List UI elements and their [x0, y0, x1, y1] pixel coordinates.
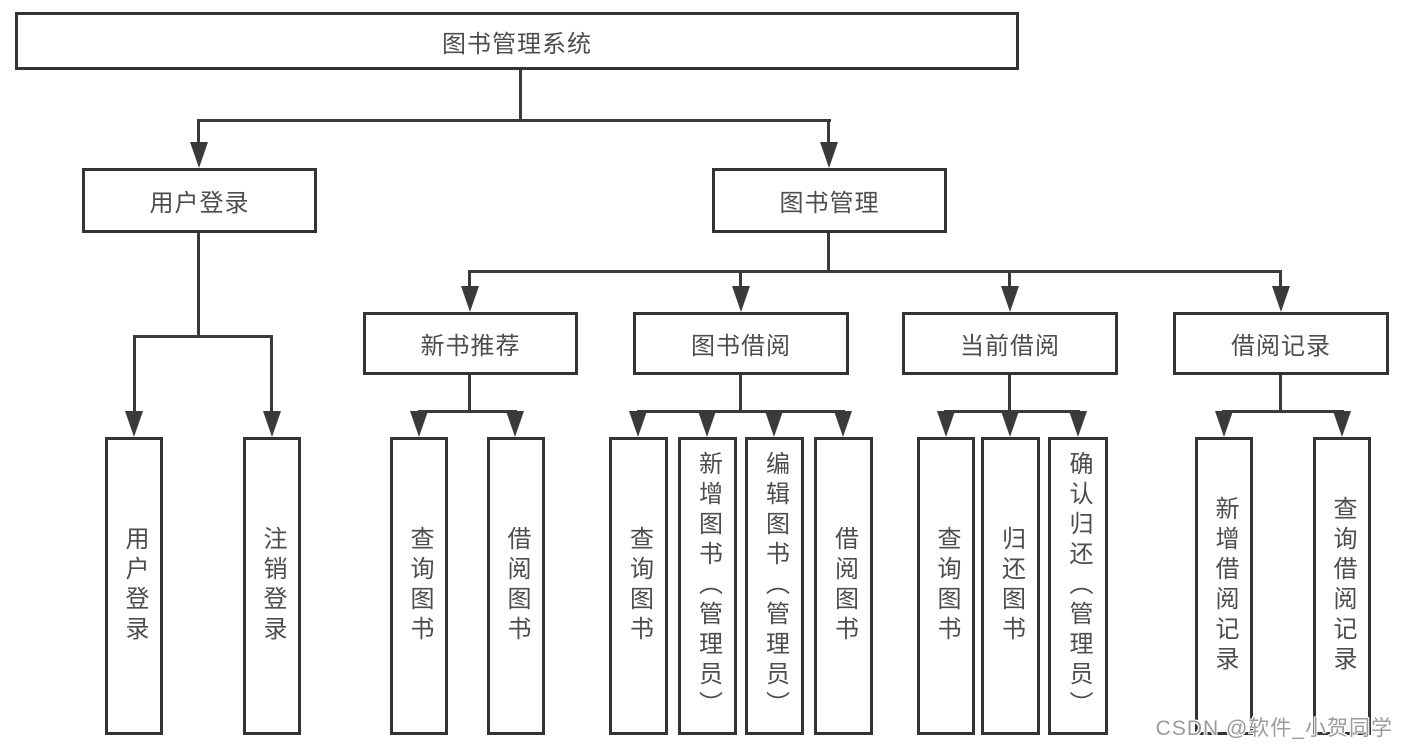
leaf-edit-books-admin: 编辑图书（管理员）: [745, 437, 804, 735]
arrow-down-icon: [937, 411, 955, 437]
node-new-book-recommend: 新书推荐: [363, 312, 578, 375]
connector-line: [1222, 410, 1344, 413]
leaf-edit-books-admin-label: 编辑图书（管理员）: [761, 451, 789, 721]
leaf-logout-label: 注销登录: [259, 526, 286, 646]
leaf-confirm-return-admin: 确认归还（管理员）: [1048, 437, 1108, 735]
csdn-watermark: CSDN @软件_小贺同学: [1155, 717, 1393, 740]
leaf-query-books-current-label: 查询图书: [933, 526, 960, 646]
connector-line: [1279, 270, 1282, 290]
arrow-down-icon: [461, 286, 479, 312]
leaf-query-books-recommend-label: 查询图书: [406, 526, 433, 646]
leaf-borrow-books-borrowing: 借阅图书: [814, 437, 873, 735]
connector-line: [418, 410, 517, 413]
connector-line: [133, 335, 273, 338]
node-user-login-label: 用户登录: [149, 190, 250, 217]
connector-line: [197, 119, 200, 145]
arrow-down-icon: [834, 411, 852, 437]
connector-line: [637, 410, 845, 413]
connector-line: [469, 270, 1282, 273]
arrow-down-icon: [1069, 411, 1087, 437]
connector-line: [468, 270, 471, 290]
connector-line: [1008, 270, 1011, 290]
leaf-add-borrow-record-label: 新增借阅记录: [1211, 496, 1238, 676]
leaf-borrow-books-borrowing-label: 借阅图书: [830, 526, 858, 646]
leaf-user-login-label: 用户登录: [121, 526, 148, 646]
leaf-return-books: 归还图书: [981, 437, 1040, 735]
leaf-query-books-recommend: 查询图书: [390, 437, 448, 735]
leaf-query-books-borrowing: 查询图书: [609, 437, 668, 735]
leaf-query-books-borrowing-label: 查询图书: [625, 526, 653, 646]
leaf-confirm-return-admin-label: 确认归还（管理员）: [1065, 451, 1092, 721]
connector-line: [519, 70, 522, 122]
connector-line: [827, 119, 830, 145]
leaf-user-login: 用户登录: [105, 437, 163, 735]
connector-line: [739, 375, 742, 413]
leaf-logout: 注销登录: [243, 437, 301, 735]
connector-line: [198, 119, 831, 122]
arrow-down-icon: [1333, 411, 1351, 437]
leaf-add-borrow-record: 新增借阅记录: [1195, 437, 1253, 735]
arrow-down-icon: [629, 411, 647, 437]
arrow-down-icon: [1001, 411, 1019, 437]
connector-line: [468, 375, 471, 413]
arrow-down-icon: [190, 142, 208, 168]
connector-line: [133, 335, 136, 415]
connector-line: [827, 233, 830, 273]
arrow-down-icon: [125, 411, 143, 437]
arrow-down-icon: [1272, 286, 1290, 312]
node-book-borrowing-label: 图书借阅: [691, 333, 791, 360]
leaf-borrow-books-recommend: 借阅图书: [487, 437, 545, 735]
arrow-down-icon: [1215, 411, 1233, 437]
node-current-borrowing-label: 当前借阅: [960, 333, 1060, 360]
leaf-query-borrow-record: 查询借阅记录: [1313, 437, 1371, 735]
node-current-borrowing: 当前借阅: [902, 312, 1118, 375]
node-root-label: 图书管理系统: [442, 30, 592, 58]
arrow-down-icon: [506, 411, 524, 437]
connector-line: [270, 335, 273, 415]
leaf-borrow-books-recommend-label: 借阅图书: [503, 526, 530, 646]
arrow-down-icon: [410, 411, 428, 437]
connector-line: [1279, 375, 1282, 413]
connector-line: [1008, 375, 1011, 413]
node-book-management: 图书管理: [712, 168, 947, 233]
leaf-add-books-admin-label: 新增图书（管理员）: [694, 451, 722, 721]
node-root-library-system: 图书管理系统: [15, 12, 1019, 70]
leaf-query-borrow-record-label: 查询借阅记录: [1329, 496, 1356, 676]
leaf-return-books-label: 归还图书: [997, 526, 1025, 646]
node-book-borrowing: 图书借阅: [633, 312, 849, 375]
connector-line: [197, 233, 200, 337]
node-borrowing-records-label: 借阅记录: [1231, 333, 1331, 360]
leaf-add-books-admin: 新增图书（管理员）: [678, 437, 737, 735]
arrow-down-icon: [765, 411, 783, 437]
node-user-login: 用户登录: [82, 168, 317, 233]
arrow-down-icon: [698, 411, 716, 437]
arrow-down-icon: [263, 411, 281, 437]
arrow-down-icon: [820, 142, 838, 168]
arrow-down-icon: [1001, 286, 1019, 312]
leaf-query-books-current: 查询图书: [917, 437, 975, 735]
node-borrowing-records: 借阅记录: [1173, 312, 1389, 375]
node-new-book-recommend-label: 新书推荐: [420, 333, 521, 360]
node-book-management-label: 图书管理: [779, 190, 880, 217]
arrow-down-icon: [732, 286, 750, 312]
connector-line: [739, 270, 742, 290]
